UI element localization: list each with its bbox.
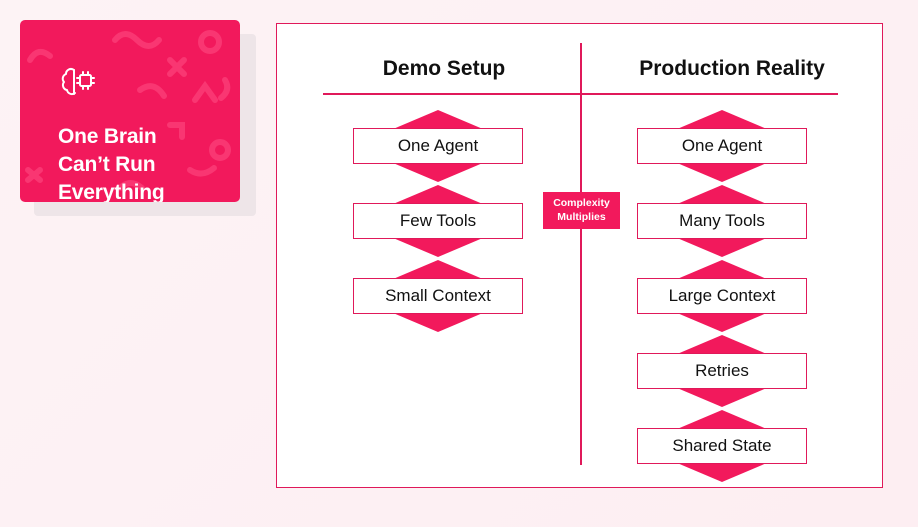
right-node-1: One Agent (637, 110, 807, 182)
left-node-1: One Agent (353, 110, 523, 182)
left-node-1-label: One Agent (353, 128, 523, 164)
badge-line-1: Complexity (553, 197, 610, 209)
complexity-badge: Complexity Multiplies (543, 192, 620, 229)
left-node-3: Small Context (353, 260, 523, 332)
column-divider (580, 43, 582, 465)
right-node-5-label: Shared State (637, 428, 807, 464)
decorative-pattern (25, 30, 231, 191)
page-title: One Brain Can’t Run Everything (58, 123, 165, 202)
left-heading-divider (323, 93, 580, 95)
left-column-heading: Demo Setup (382, 57, 506, 80)
title-card: One Brain Can’t Run Everything (20, 20, 240, 202)
right-column-heading: Production Reality (639, 57, 825, 80)
left-node-2-label: Few Tools (353, 203, 523, 239)
left-node-3-label: Small Context (353, 278, 523, 314)
right-node-3-label: Large Context (637, 278, 807, 314)
right-node-2: Many Tools (637, 185, 807, 257)
comparison-panel: Demo Setup Production Reality One Agent … (276, 23, 883, 488)
right-node-3: Large Context (637, 260, 807, 332)
brain-chip-icon (61, 68, 95, 96)
right-node-5: Shared State (637, 410, 807, 482)
title-line-2: Can’t Run (58, 153, 156, 176)
title-line-1: One Brain (58, 125, 157, 148)
title-line-3: Everything (58, 181, 165, 202)
right-heading-divider (581, 93, 838, 95)
right-node-4-label: Retries (637, 353, 807, 389)
left-node-2: Few Tools (353, 185, 523, 257)
right-node-2-label: Many Tools (637, 203, 807, 239)
right-node-4: Retries (637, 335, 807, 407)
badge-line-2: Multiplies (557, 211, 606, 223)
right-node-1-label: One Agent (637, 128, 807, 164)
